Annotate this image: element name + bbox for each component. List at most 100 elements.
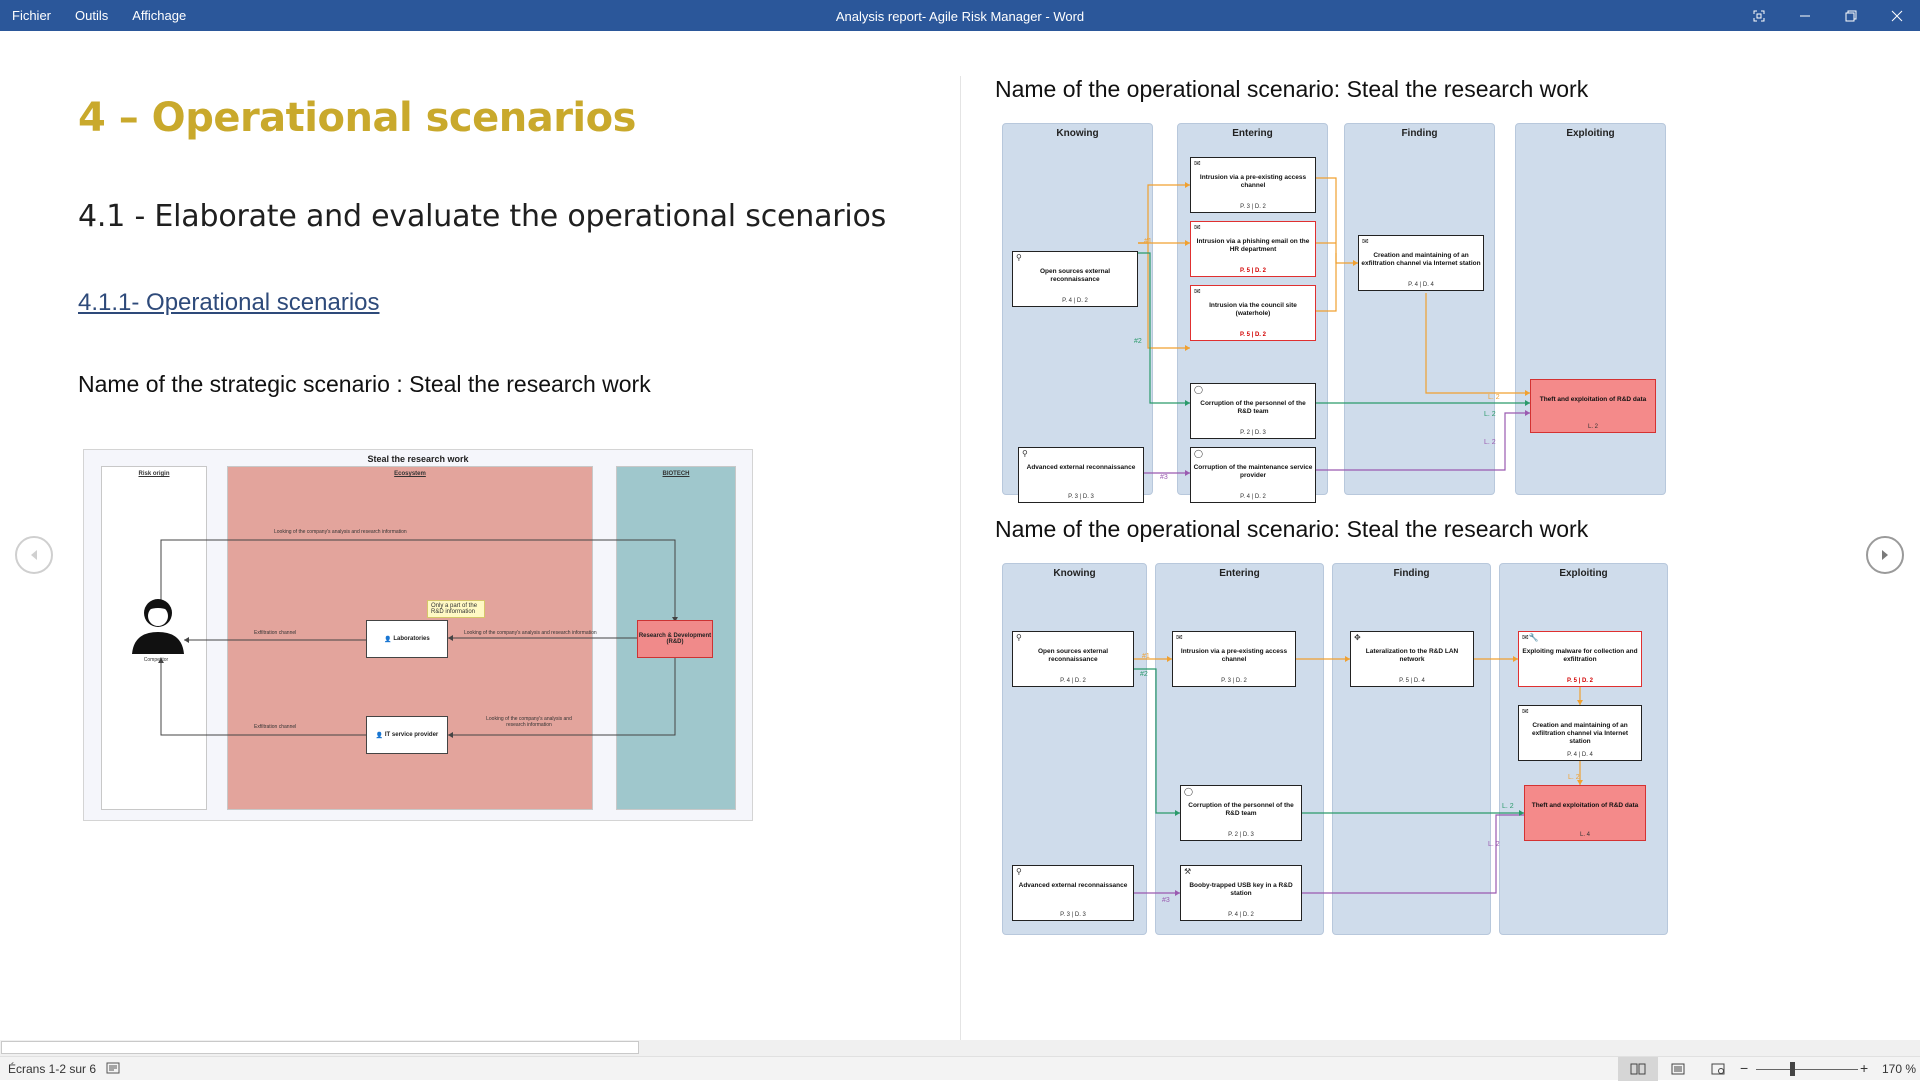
scrollbar-thumb[interactable] — [1, 1041, 639, 1054]
lane-label: Ecosystem — [394, 471, 426, 477]
box-exfiltration-channel[interactable]: ✉ Creation and maintaining of an exfiltr… — [1518, 705, 1642, 761]
box-pre-existing-access[interactable]: ✉ Intrusion via a pre-existing access ch… — [1172, 631, 1296, 687]
box-text: Corruption of the personnel of the R&D t… — [1200, 400, 1306, 415]
box-pd: P. 5 | D. 2 — [1240, 268, 1266, 274]
box-pd: P. 5 | D. 2 — [1567, 678, 1593, 684]
window-controls — [1736, 0, 1920, 31]
link-label: L. 2 — [1568, 774, 1580, 781]
column-finding: Finding — [1344, 123, 1495, 495]
node-rd: Research & Development (R&D) — [637, 620, 713, 658]
lane-label: BIOTECH — [662, 471, 690, 477]
envelope-icon: ✉ — [1176, 633, 1183, 642]
window-title: Analysis report- Agile Risk Manager - Wo… — [835, 9, 1085, 24]
zoom-out-button[interactable]: − — [1740, 1060, 1749, 1076]
page-divider — [960, 76, 961, 1046]
focus-mode-button[interactable] — [1736, 0, 1782, 31]
box-text: Creation and maintaining of an exfiltrat… — [1361, 252, 1481, 267]
column-label: Entering — [1232, 128, 1273, 139]
proofing-icon[interactable] — [106, 1061, 120, 1078]
box-pd: P. 2 | D. 3 — [1240, 430, 1266, 436]
box-council-site[interactable]: ✉ Intrusion via the council site (waterh… — [1190, 285, 1316, 341]
menu-bar: Fichier Outils Affichage — [0, 0, 198, 31]
print-layout-button[interactable] — [1658, 1057, 1698, 1081]
column-label: Knowing — [1056, 128, 1099, 139]
link-label: L. 2 — [1488, 394, 1500, 401]
connectors-1 — [1138, 177, 1530, 476]
box-advanced-recon[interactable]: ⚲ Advanced external reconnaissance P. 3 … — [1012, 865, 1134, 921]
box-corruption-rd[interactable]: ◯ Corruption of the personnel of the R&D… — [1180, 785, 1302, 841]
box-phishing-hr[interactable]: ✉ Intrusion via a phishing email on the … — [1190, 221, 1316, 277]
node-label: Laboratories — [393, 636, 430, 642]
box-text: Lateralization to the R&D LAN network — [1365, 648, 1459, 663]
search-icon: ⚲ — [1016, 867, 1022, 876]
zoom-level[interactable]: 170 % — [1882, 1062, 1917, 1076]
box-corruption-rd[interactable]: ◯ Corruption of the personnel of the R&D… — [1190, 383, 1316, 439]
zoom-in-button[interactable]: + — [1860, 1060, 1869, 1076]
menu-affichage[interactable]: Affichage — [132, 8, 187, 23]
operational-diagram-1: Knowing Entering Finding Exploiting — [1000, 123, 1670, 503]
view-buttons — [1618, 1057, 1738, 1081]
envelope-icon: ✉ — [1522, 707, 1529, 716]
usb-tool-icon: ⚒ — [1184, 867, 1192, 876]
connector-label-exfil1: Exfiltration channel — [254, 630, 297, 636]
box-pd: P. 3 | D. 2 — [1240, 204, 1266, 210]
link-label: L. 2 — [1488, 841, 1500, 848]
box-pd: P. 4 | D. 2 — [1240, 494, 1266, 500]
next-page-button[interactable] — [1866, 536, 1904, 574]
previous-page-button[interactable] — [15, 536, 53, 574]
strategic-connectors — [132, 539, 678, 738]
status-bar: Écrans 1-2 sur 6 − + 170 % — [0, 1056, 1920, 1081]
heading-elaborate: 4.1 - Elaborate and evaluate the operati… — [78, 199, 887, 234]
book-icon — [1630, 1063, 1646, 1075]
arrow-right-icon — [1882, 550, 1888, 560]
box-pd: P. 3 | D. 3 — [1068, 494, 1094, 500]
box-theft-rd-data[interactable]: Theft and exploitation of R&D data L. 2 — [1530, 379, 1656, 433]
document-area: 4 – Operational scenarios 4.1 - Elaborat… — [0, 31, 1920, 1046]
box-pd: P. 3 | D. 2 — [1221, 678, 1247, 684]
heading-operational-scenarios: 4 – Operational scenarios — [78, 95, 636, 141]
box-open-sources[interactable]: ⚲ Open sources external reconnaissance P… — [1012, 631, 1134, 687]
box-usb-key[interactable]: ⚒ Booby-trapped USB key in a R&D station… — [1180, 865, 1302, 921]
coin-icon: ◯ — [1194, 449, 1203, 458]
box-corruption-maintenance[interactable]: ◯ Corruption of the maintenance service … — [1190, 447, 1316, 503]
connector-label-top: Looking of the company's analysis and re… — [274, 529, 407, 535]
node-icon: 👤 — [384, 636, 394, 643]
box-text: Theft and exploitation of R&D data — [1539, 395, 1647, 403]
box-text: Intrusion via a phishing email on the HR… — [1196, 238, 1310, 253]
link-operational-scenarios[interactable]: 4.1.1- Operational scenarios — [78, 289, 380, 316]
box-pre-existing-access[interactable]: ✉ Intrusion via a pre-existing access ch… — [1190, 157, 1316, 213]
minimize-button[interactable] — [1782, 0, 1828, 31]
link-label: L. 2 — [1484, 411, 1496, 418]
column-label: Exploiting — [1566, 128, 1615, 139]
link-label: #2 — [1140, 671, 1148, 678]
operational-diagram-2: Knowing Entering Finding Exploiting — [1000, 563, 1670, 938]
box-text: Theft and exploitation of R&D data — [1531, 802, 1639, 810]
zoom-slider-thumb[interactable] — [1790, 1062, 1795, 1076]
web-layout-button[interactable] — [1698, 1057, 1738, 1081]
link-label: #3 — [1162, 897, 1170, 904]
zoom-slider[interactable] — [1756, 1069, 1858, 1070]
restore-button[interactable] — [1828, 0, 1874, 31]
link-label: #2 — [1134, 338, 1142, 345]
search-icon: ⚲ — [1016, 633, 1022, 642]
horizontal-scrollbar[interactable] — [0, 1040, 1920, 1056]
wrench-icon: ✉🔧 — [1522, 633, 1539, 642]
box-exploiting-malware[interactable]: ✉🔧 Exploiting malware for collection and… — [1518, 631, 1642, 687]
box-pd: P. 5 | D. 4 — [1399, 678, 1425, 684]
box-text: Advanced external reconnaissance — [1018, 882, 1128, 890]
box-theft-rd-data[interactable]: Theft and exploitation of R&D data L. 4 — [1524, 785, 1646, 841]
box-text: Corruption of the personnel of the R&D t… — [1188, 802, 1294, 817]
column-label: Finding — [1401, 128, 1438, 139]
box-advanced-recon[interactable]: ⚲ Advanced external reconnaissance P. 3 … — [1018, 447, 1144, 503]
node-laboratories: 👤 Laboratories — [366, 620, 448, 658]
box-exfiltration-channel[interactable]: ✉ Creation and maintaining of an exfiltr… — [1358, 235, 1484, 291]
node-icon: 👤 — [375, 732, 385, 739]
link-label: L. 2 — [1484, 439, 1496, 446]
restore-icon — [1845, 10, 1857, 21]
close-button[interactable] — [1874, 0, 1920, 31]
menu-outils[interactable]: Outils — [75, 8, 109, 23]
read-mode-button[interactable] — [1618, 1057, 1658, 1081]
box-open-sources[interactable]: ⚲ Open sources external reconnaissance P… — [1012, 251, 1138, 307]
box-lateralization[interactable]: ✥ Lateralization to the R&D LAN network … — [1350, 631, 1474, 687]
menu-fichier[interactable]: Fichier — [12, 8, 52, 23]
